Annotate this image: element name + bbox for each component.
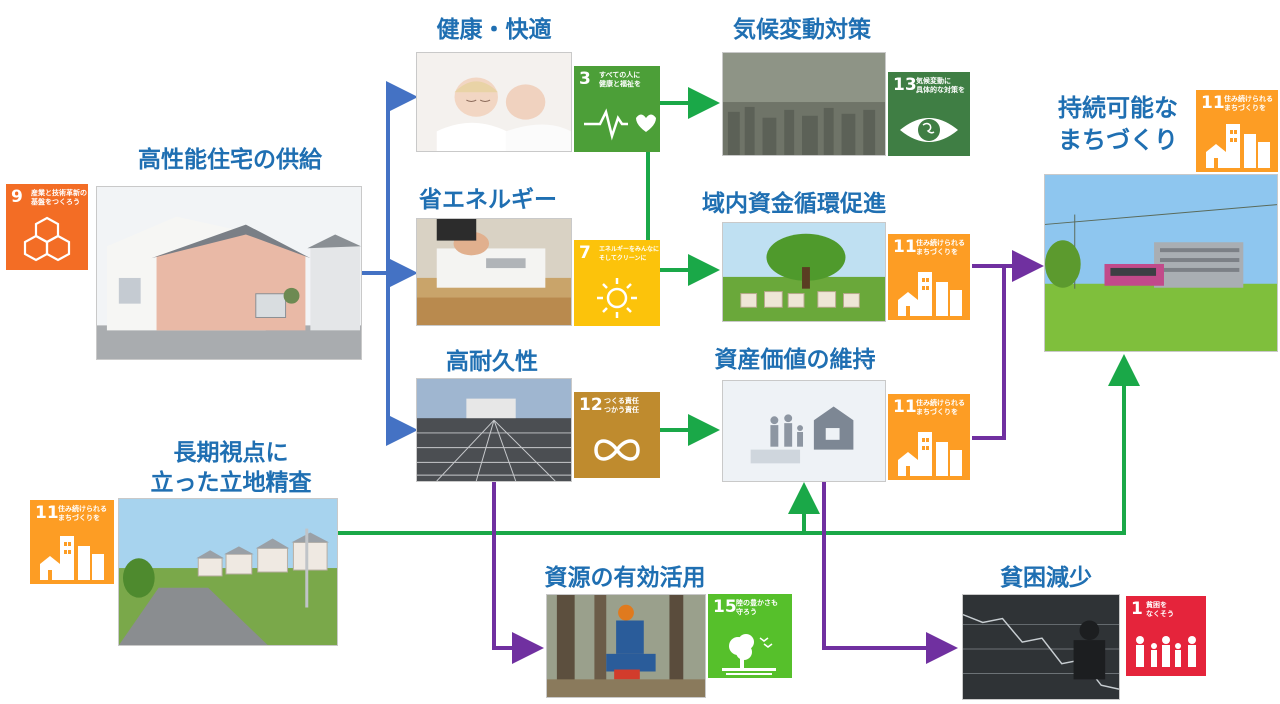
sdg9-bg bbox=[6, 184, 88, 270]
family-icon bbox=[1136, 636, 1196, 667]
eye-globe-icon bbox=[900, 118, 958, 142]
sdg15-label: 陸の豊かさも 守ろう bbox=[736, 599, 778, 616]
node-title-supply: 高性能住宅の供給 bbox=[138, 147, 322, 173]
sdg13-label: 気候変動に 具体的な対策を bbox=[916, 77, 965, 94]
node-title-sustainable: 持続可能な まちづくり bbox=[1058, 94, 1178, 154]
sdg11b-label: 住み続けられる まちづくりを bbox=[916, 399, 965, 416]
photo-sleeping-babies bbox=[416, 52, 572, 152]
arrow-location-main bbox=[338, 354, 1140, 535]
sdg11a-number: 11 bbox=[893, 237, 917, 257]
sdg7-number: 7 bbox=[579, 243, 591, 263]
tree-icon bbox=[722, 634, 776, 675]
sdg12-label: つくる責任 つかう責任 bbox=[604, 397, 639, 414]
sdg11d-number: 11 bbox=[35, 503, 59, 523]
arrow-asset-poverty bbox=[822, 482, 958, 664]
arrow-durability-resources bbox=[492, 482, 544, 664]
sdg7-label: エネルギーをみんなに そしてクリーンに bbox=[599, 246, 660, 262]
sdg11a-label: 住み続けられる まちづくりを bbox=[916, 239, 965, 256]
sdg-badge-11-asset: 11 住み続けられる まちづくりを bbox=[888, 394, 970, 480]
sdg3-number: 3 bbox=[579, 69, 591, 89]
city-icon bbox=[1206, 124, 1270, 168]
heartbeat-icon bbox=[584, 108, 656, 141]
node-title-poverty: 貧困減少 bbox=[1000, 565, 1092, 591]
photo-family-house-model bbox=[722, 380, 886, 482]
node-title-asset: 資産価値の維持 bbox=[714, 347, 876, 373]
node-title-resources: 資源の有効活用 bbox=[544, 565, 706, 591]
node-title-location: 長期視点に 立った立地精査 bbox=[150, 440, 312, 496]
sdg-badge-11-location: 11 住み続けられる まちづくりを bbox=[30, 500, 114, 584]
sdg-badge-12: 12 つくる責任 つかう責任 bbox=[574, 392, 660, 478]
city-icon bbox=[898, 272, 962, 316]
node-title-local-fund: 域内資金循環促進 bbox=[702, 191, 886, 217]
sdg11c-number: 11 bbox=[1201, 93, 1225, 113]
photo-tram-city bbox=[1044, 174, 1278, 352]
sdg12-bg bbox=[574, 392, 660, 478]
sdg-badge-3: 3 すべての人に 健康と福祉を bbox=[574, 66, 660, 152]
sdg13-number: 13 bbox=[893, 75, 917, 95]
sdg-badge-7: 7 エネルギーをみんなに そしてクリーンに bbox=[574, 240, 660, 326]
sdg3-label: すべての人に 健康と福祉を bbox=[599, 71, 641, 88]
sdg1-number: 1 bbox=[1131, 599, 1143, 619]
sdg-badge-13: 13 気候変動に 具体的な対策を bbox=[888, 72, 970, 156]
photo-forestry-worker bbox=[546, 594, 706, 698]
sdg15-number: 15 bbox=[713, 597, 737, 617]
city-icon bbox=[40, 536, 104, 580]
photo-smog-city bbox=[722, 52, 886, 156]
sdg11b-number: 11 bbox=[893, 397, 917, 417]
photo-insulation-work bbox=[416, 218, 572, 326]
sdg-badge-9: 9 産業と技術革新の 基盤をつくろう bbox=[6, 184, 88, 270]
sdg3-bg bbox=[574, 66, 660, 152]
sdg-badge-11-sustainable: 11 住み続けられる まちづくりを bbox=[1196, 90, 1278, 172]
photo-rebar-foundation bbox=[416, 378, 572, 482]
node-title-health: 健康・快適 bbox=[436, 17, 552, 43]
node-title-climate: 気候変動対策 bbox=[733, 17, 871, 43]
sdg12-number: 12 bbox=[579, 395, 603, 415]
sdg11c-label: 住み続けられる まちづくりを bbox=[1224, 95, 1273, 112]
sdg11d-label: 住み続けられる まちづくりを bbox=[58, 505, 107, 522]
photo-tree-houses bbox=[722, 222, 886, 322]
node-title-energy: 省エネルギー bbox=[419, 187, 557, 213]
sun-icon bbox=[597, 278, 637, 318]
node-title-durability: 高耐久性 bbox=[446, 349, 538, 375]
sdg9-label: 産業と技術革新の 基盤をつくろう bbox=[31, 189, 87, 206]
city-icon bbox=[898, 432, 962, 476]
sdg-badge-15: 15 陸の豊かさも 守ろう bbox=[708, 594, 792, 678]
photo-stock-chart-man bbox=[962, 594, 1120, 700]
photo-suburban-road bbox=[118, 498, 338, 646]
arrow-asset-sustainable bbox=[972, 266, 1006, 440]
sdg-badge-1: 1 貧困を なくそう bbox=[1126, 596, 1206, 676]
sdg1-label: 貧困を なくそう bbox=[1146, 601, 1174, 618]
photo-house bbox=[96, 186, 362, 360]
infinity-icon bbox=[594, 439, 640, 461]
sdg9-number: 9 bbox=[11, 187, 23, 207]
sdg-badge-11-local-fund: 11 住み続けられる まちづくりを bbox=[888, 234, 970, 320]
cubes-icon bbox=[23, 216, 71, 262]
